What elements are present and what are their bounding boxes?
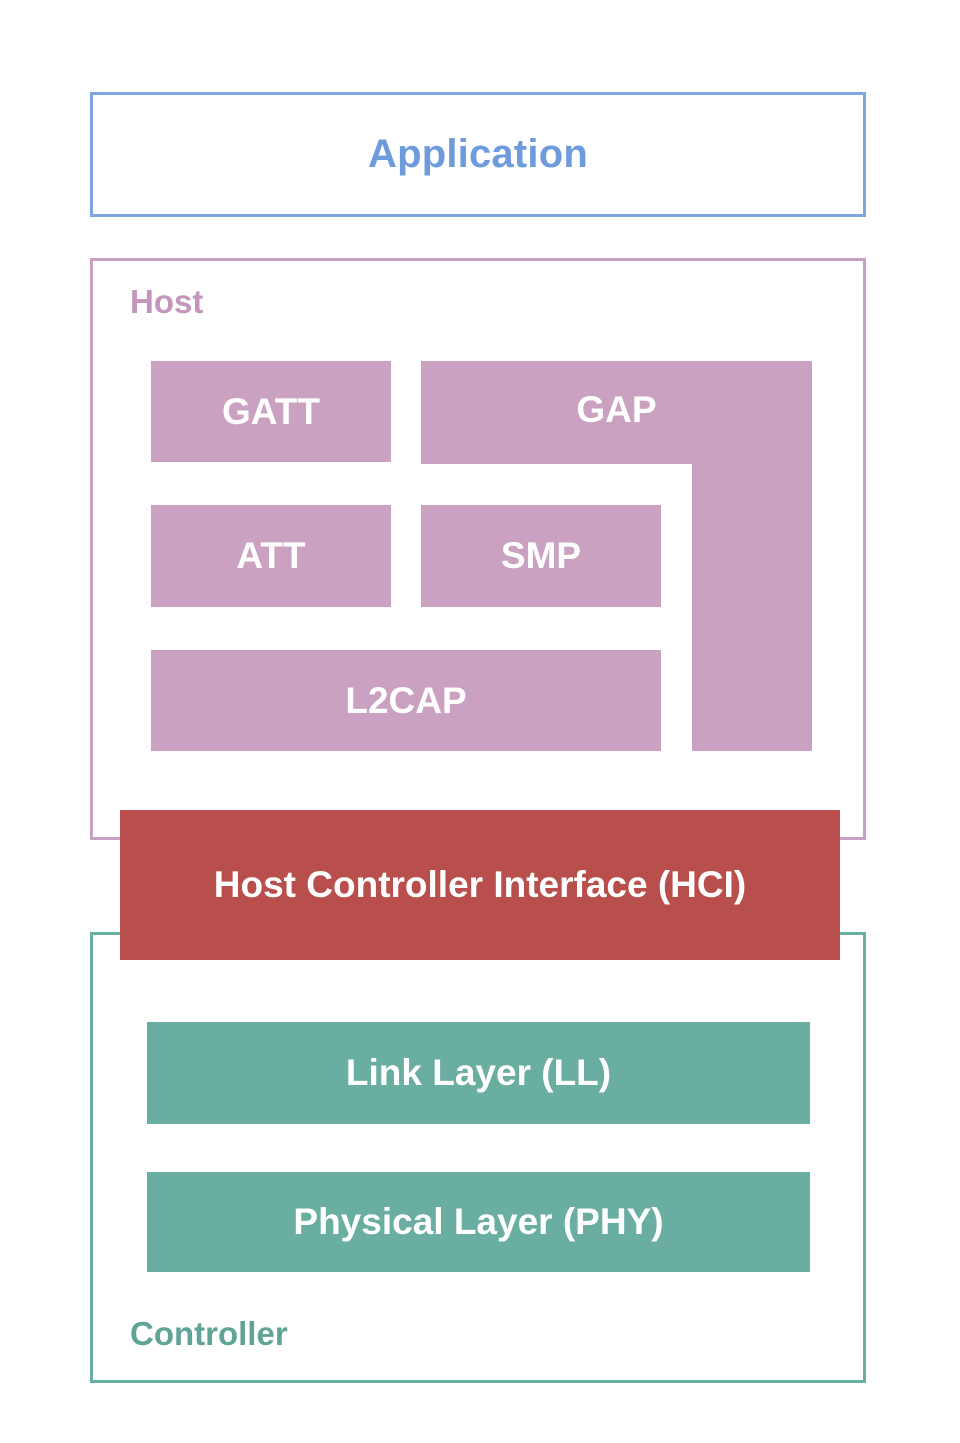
gap-block-label: GAP	[576, 389, 657, 430]
gatt-block-label: GATT	[222, 390, 320, 432]
physical-layer-block-label: Physical Layer (PHY)	[293, 1201, 664, 1242]
link-layer-block-label: Link Layer (LL)	[345, 1052, 612, 1093]
host-section-label: Host	[130, 283, 204, 320]
physical-layer-block: Physical Layer (PHY)	[147, 1172, 810, 1272]
l2cap-block-label: L2CAP	[345, 679, 467, 721]
att-block-label: ATT	[236, 535, 306, 576]
link-layer-block: Link Layer (LL)	[147, 1022, 810, 1124]
smp-block-label: SMP	[500, 535, 582, 576]
application-layer-box: Application	[90, 92, 866, 217]
gatt-block: GATT	[151, 361, 391, 462]
application-label: Application	[368, 132, 588, 176]
l2cap-block: L2CAP	[151, 650, 661, 751]
controller-section-label: Controller	[130, 1315, 288, 1352]
hci-block-label: Host Controller Interface (HCI)	[213, 864, 747, 905]
hci-block: Host Controller Interface (HCI)	[120, 810, 840, 960]
att-block: ATT	[151, 505, 391, 607]
smp-block: SMP	[421, 505, 661, 607]
